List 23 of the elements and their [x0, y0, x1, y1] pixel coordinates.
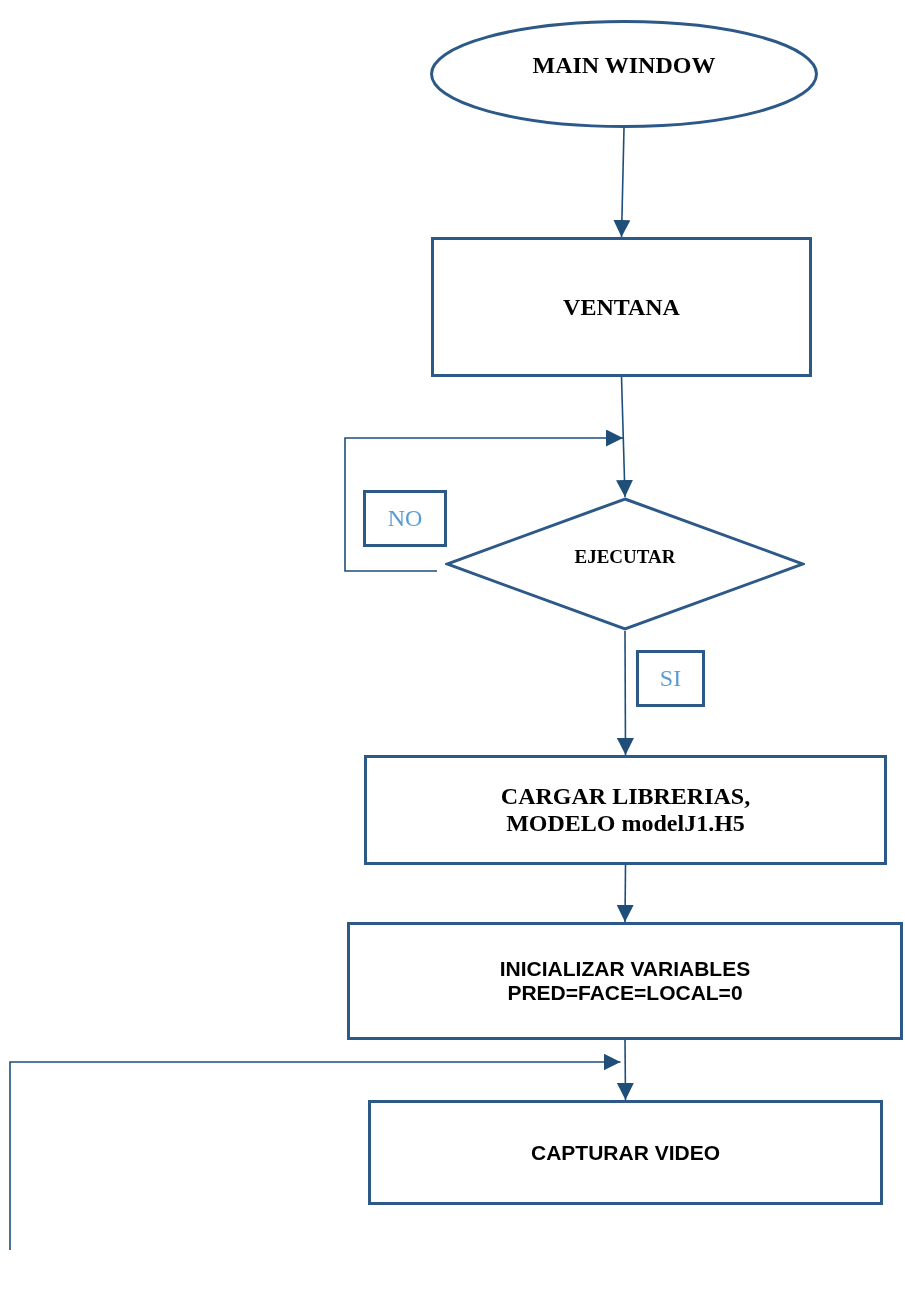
- process-box: [368, 1100, 883, 1205]
- decision-diamond: [445, 497, 805, 631]
- node-text: INICIALIZAR VARIABLES PRED=FACE=LOCAL=0: [498, 957, 752, 1005]
- start-ellipse: [430, 20, 818, 128]
- branch-label: NO: [387, 505, 423, 532]
- process-box: [364, 755, 887, 865]
- branch-label-box: [363, 490, 447, 547]
- node-text: CARGAR LIBRERIAS, MODELO modelJ1.H5: [499, 783, 752, 837]
- node-text: EJECUTAR: [574, 546, 676, 568]
- arrow: [616, 376, 633, 498]
- node-text: VENTANA: [563, 293, 680, 321]
- arrow: [344, 429, 624, 572]
- arrow: [616, 864, 634, 923]
- node-text: MAIN WINDOW: [532, 51, 716, 79]
- node-text: CAPTURAR VIDEO: [531, 1140, 720, 1165]
- process-box: [431, 237, 812, 377]
- arrow: [616, 1039, 634, 1101]
- process-box: [347, 922, 903, 1040]
- arrow: [616, 630, 634, 756]
- arrow: [9, 1053, 622, 1251]
- branch-label: SI: [659, 665, 682, 692]
- arrow: [613, 127, 631, 238]
- branch-label-box: [636, 650, 705, 707]
